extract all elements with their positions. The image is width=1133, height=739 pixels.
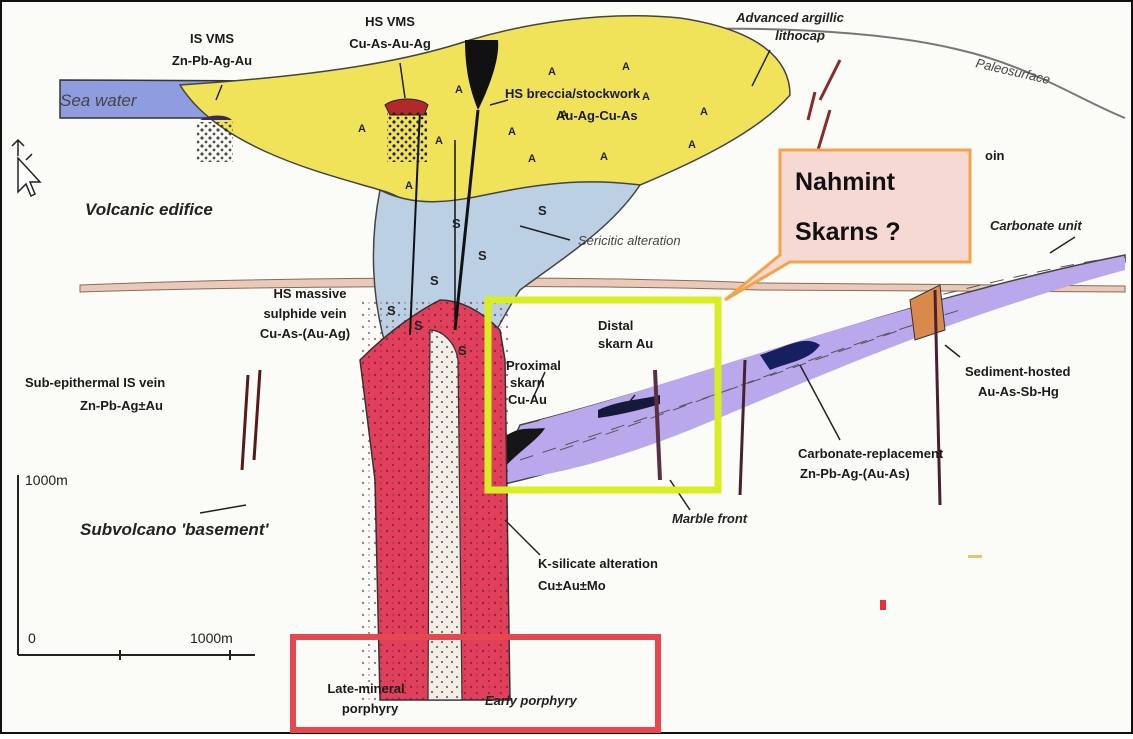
callout-line-2: Skarns ? [795,218,901,246]
carbonate-unit-label: Carbonate unit [990,218,1082,233]
hs-vms-metals: Cu-As-Au-Ag [349,36,431,51]
advanced-argillic-label: Advanced argillic [735,10,844,25]
is-vms-metals: Zn-Pb-Ag-Au [172,53,252,68]
k-silicate-metals: Cu±Au±Mo [538,578,606,593]
svg-text:A: A [688,139,696,151]
carbonate-replacement-metals: Zn-Pb-Ag-(Au-As) [800,466,910,481]
hs-vms-label: HS VMS [365,14,415,29]
distal-skarn-label-2: skarn Au [598,336,653,351]
sericitic-label: Sericitic alteration [578,233,681,248]
marble-front-label: Marble front [672,511,748,526]
svg-text:A: A [528,153,536,165]
late-mineral-label-2: porphyry [342,701,399,716]
svg-text:S: S [430,273,439,288]
hs-massive-metals: Cu-As-(Au-Ag) [260,326,350,341]
late-mineral-label: Late-mineral [327,681,404,696]
k-silicate-label: K-silicate alteration [538,556,658,571]
sub-epithermal-label: Sub-epithermal IS vein [25,375,165,390]
proximal-skarn-metals: Cu-Au [508,392,547,407]
svg-text:A: A [642,91,650,103]
sea-water-label: Sea water [60,91,138,110]
is-vms-stockwork [197,122,233,162]
proximal-skarn-label-2: skarn [510,375,545,390]
lithocap-label: lithocap [775,28,825,43]
volcanic-edifice-label: Volcanic edifice [85,200,213,219]
svg-text:S: S [452,216,461,231]
sediment-hosted-label: Sediment-hosted [965,364,1071,379]
proximal-skarn-label: Proximal [506,358,561,373]
early-porphyry-label: Early porphyry [485,693,578,708]
svg-text:S: S [458,343,467,358]
svg-text:S: S [478,248,487,263]
distal-skarn-label: Distal [598,318,633,333]
sediment-hosted-metals: Au-As-Sb-Hg [978,384,1059,399]
subvolcano-label: Subvolcano 'basement' [80,520,269,539]
svg-text:A: A [455,84,463,96]
vertical-scale-label: 1000m [25,472,68,488]
svg-text:S: S [387,303,396,318]
svg-text:A: A [435,135,443,147]
svg-text:S: S [414,318,423,333]
svg-text:A: A [600,151,608,163]
sub-epithermal-metals: Zn-Pb-Ag±Au [80,398,163,413]
carbonate-replacement-label: Carbonate-replacement [798,446,944,461]
is-vms-label: IS VMS [190,31,234,46]
hs-massive-label-2: sulphide vein [263,306,346,321]
svg-text:A: A [358,123,366,135]
vein-partial-label: oin [985,148,1005,163]
callout-line-1: Nahmint [795,168,896,196]
svg-text:A: A [405,180,413,192]
svg-text:A: A [508,126,516,138]
svg-text:S: S [538,203,547,218]
svg-text:A: A [700,106,708,118]
hs-vms-stockwork [387,112,427,162]
hs-massive-label: HS massive [274,286,347,301]
svg-text:A: A [622,61,630,73]
svg-text:A: A [548,66,556,78]
horizontal-scale-label: 1000m [190,630,233,646]
hs-breccia-label: HS breccia/stockwork [505,86,641,101]
scale-origin-label: 0 [28,630,36,646]
hs-breccia-metals: Au-Ag-Cu-As [556,108,638,123]
